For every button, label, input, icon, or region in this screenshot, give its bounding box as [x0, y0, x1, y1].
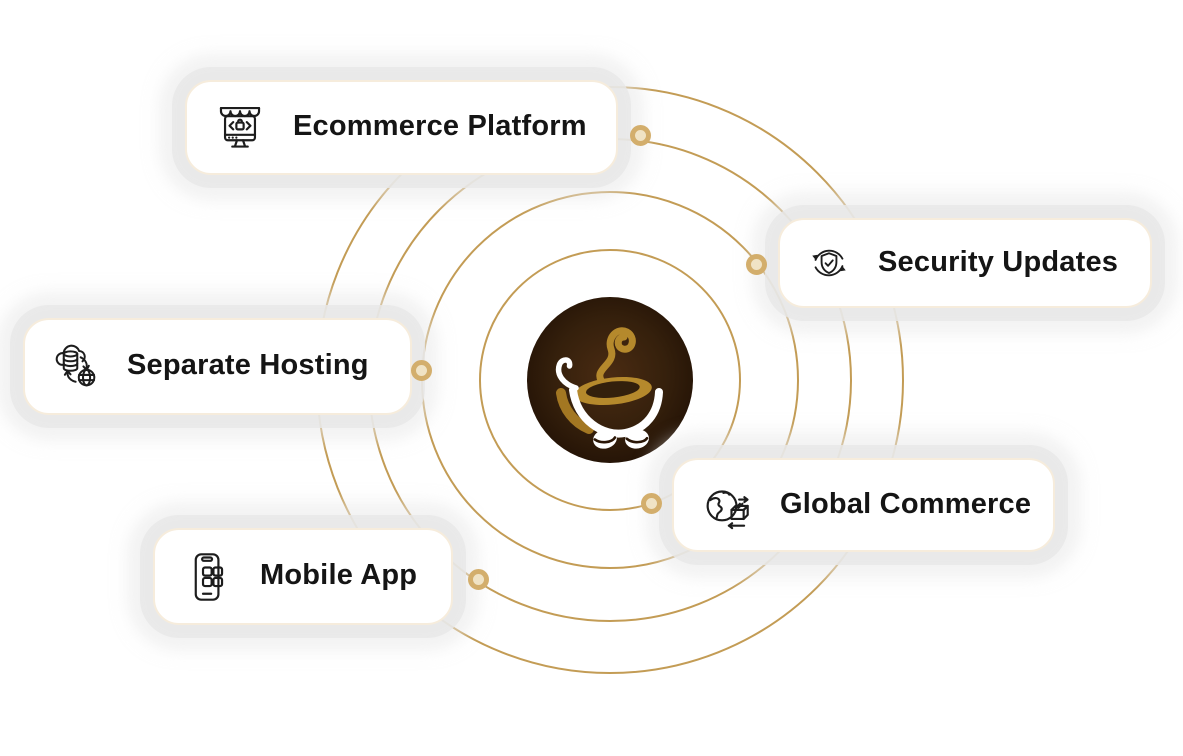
feature-card-mobile: Mobile App: [153, 528, 453, 625]
feature-card-label: Global Commerce: [780, 487, 1032, 520]
feature-card-label: Security Updates: [878, 245, 1119, 278]
cloud-server-globe-icon: [49, 340, 103, 394]
orbit-node-ecommerce: [630, 125, 651, 146]
orbit-ring: [479, 249, 741, 511]
feature-card-label: Mobile App: [260, 559, 418, 591]
coffee-cart-logo-image: [527, 297, 693, 463]
orbit-node-security: [746, 254, 767, 275]
feature-card-global: Global Commerce: [672, 458, 1055, 552]
storefront-monitor-icon: [211, 99, 269, 157]
feature-card-security: Security Updates: [778, 218, 1152, 308]
orbit-node-mobile: [468, 569, 489, 590]
feature-card-label: Separate Hosting: [127, 349, 369, 381]
feature-card-ecommerce: Ecommerce Platform: [185, 80, 618, 175]
globe-package-icon: [698, 478, 756, 532]
shield-sync-icon: [804, 238, 854, 288]
orbit-node-global: [641, 493, 662, 514]
feature-card-label: Ecommerce Platform: [293, 110, 587, 142]
orbit-node-hosting: [411, 360, 432, 381]
feature-card-hosting: Separate Hosting: [23, 318, 412, 415]
smartphone-apps-icon: [188, 548, 228, 606]
coffee-cart-logo: [527, 297, 693, 463]
